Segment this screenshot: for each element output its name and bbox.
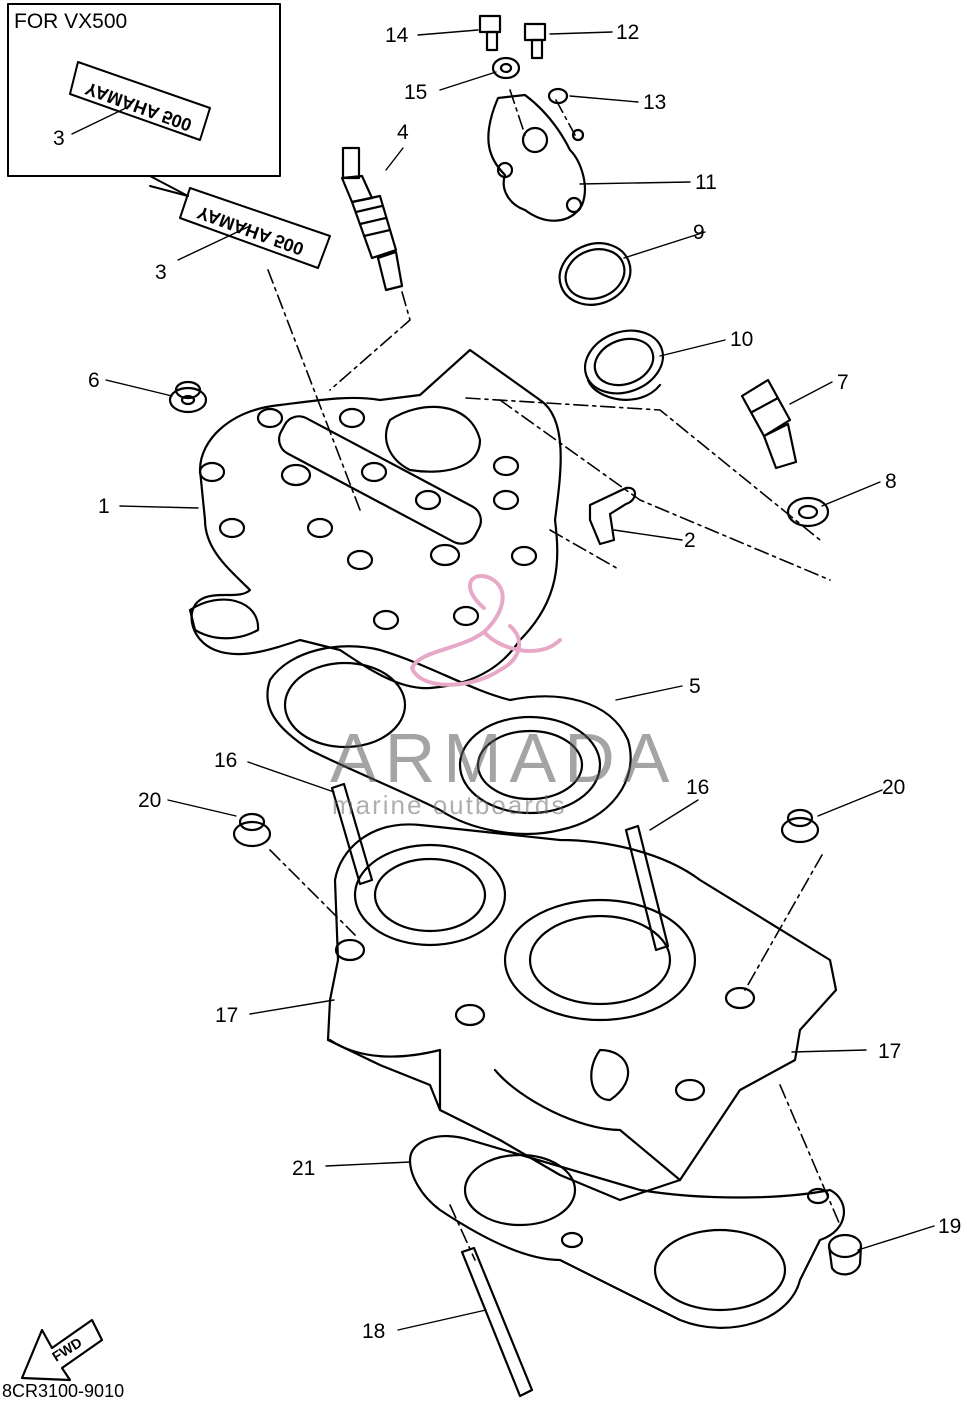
- callout-14: 14: [385, 24, 409, 47]
- callout-8: 8: [885, 470, 897, 493]
- callout-17-left: 17: [215, 1004, 239, 1027]
- callout-2: 2: [684, 529, 696, 552]
- cylinder-head: [188, 348, 562, 690]
- callout-21: 21: [292, 1157, 316, 1180]
- callout-17-right: 17: [878, 1040, 902, 1063]
- nut-20-left: [232, 812, 272, 848]
- callout-6: 6: [88, 369, 100, 392]
- callout-20-right: 20: [882, 776, 906, 799]
- outlet-cover: [487, 93, 587, 222]
- callout-15: 15: [404, 81, 428, 104]
- vx500-inset-box: [7, 3, 281, 197]
- assembly-lines: [267, 89, 841, 1261]
- bolt-14: [478, 14, 502, 52]
- thermo-sensor-7: [740, 378, 798, 470]
- callout-5: 5: [689, 675, 701, 698]
- callout-12: 12: [616, 21, 640, 44]
- cylinder-block: [326, 823, 838, 1202]
- stud-18: [460, 1246, 534, 1398]
- washer-13: [547, 87, 569, 105]
- callout-3: 3: [155, 261, 167, 284]
- leader-lines: [71, 29, 935, 1331]
- fwd-arrow: FWD: [20, 1318, 104, 1382]
- head-gasket-5: [266, 645, 632, 836]
- drawing-code: 8CR3100-9010: [2, 1381, 125, 1401]
- spark-plug: [340, 146, 404, 292]
- washer-8: [786, 496, 830, 528]
- watermark-logo: [410, 574, 562, 687]
- stud-16-left: [330, 782, 374, 886]
- callout-20-left: 20: [138, 789, 162, 812]
- washer-15: [491, 56, 521, 80]
- callout-16-left: 16: [214, 749, 238, 772]
- decal-main-text: YAMAHA 500: [195, 202, 307, 259]
- callout-7: 7: [837, 371, 849, 394]
- decal-main: YAMAHA 500: [179, 187, 331, 269]
- fitting-2: [588, 486, 637, 546]
- o-ring-9: [558, 242, 632, 306]
- callout-9: 9: [693, 221, 705, 244]
- inset-title: FOR VX500: [14, 10, 128, 33]
- callout-13: 13: [643, 91, 667, 114]
- callout-19: 19: [938, 1215, 962, 1238]
- callout-18: 18: [362, 1320, 386, 1343]
- watermark-sub: marine outboards: [332, 790, 567, 820]
- decal-inset-text: YAMAHA 500: [83, 78, 195, 135]
- plug-19: [827, 1233, 863, 1276]
- nut-20-right: [780, 808, 820, 844]
- callout-1: 1: [98, 495, 110, 518]
- bolt-12: [523, 22, 547, 60]
- decal-inset: YAMAHA 500: [69, 61, 211, 141]
- nut-6: [168, 380, 208, 414]
- base-gasket-21: [408, 1135, 845, 1329]
- watermark-main: ARMADA: [330, 719, 678, 797]
- callout-4: 4: [397, 121, 409, 144]
- stud-16-right: [624, 824, 670, 952]
- callout-16-right: 16: [686, 776, 710, 799]
- callout-10: 10: [730, 328, 754, 351]
- seal-10: [583, 329, 665, 401]
- callout-3-inset: 3: [53, 127, 65, 150]
- callout-11: 11: [695, 171, 717, 194]
